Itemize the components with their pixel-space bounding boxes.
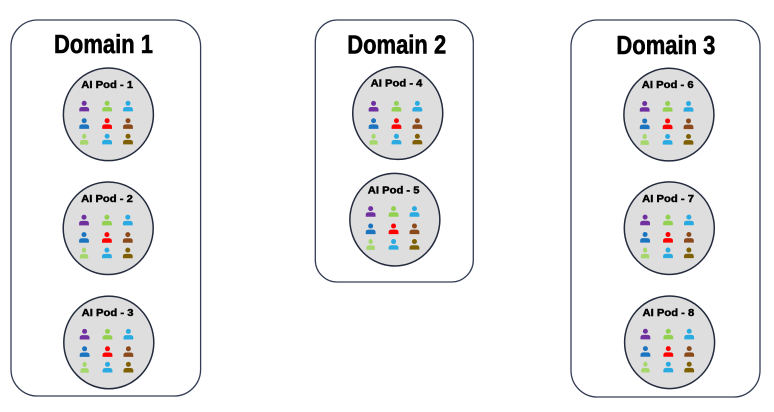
svg-text:Domain 2: Domain 2 bbox=[347, 31, 446, 59]
svg-text:AI Pod - 3: AI Pod - 3 bbox=[82, 308, 134, 319]
svg-text:Domain 3: Domain 3 bbox=[616, 32, 715, 60]
svg-text:AI Pod - 8: AI Pod - 8 bbox=[643, 308, 695, 319]
svg-text:Domain 1: Domain 1 bbox=[54, 31, 153, 59]
svg-text:AI Pod - 4: AI Pod - 4 bbox=[371, 79, 423, 90]
svg-text:AI Pod - 6: AI Pod - 6 bbox=[642, 80, 694, 91]
svg-text:AI Pod - 1: AI Pod - 1 bbox=[81, 80, 133, 91]
svg-text:AI Pod - 7: AI Pod - 7 bbox=[642, 194, 694, 205]
svg-text:AI Pod - 2: AI Pod - 2 bbox=[81, 194, 133, 205]
svg-text:AI Pod - 5: AI Pod - 5 bbox=[368, 185, 420, 196]
